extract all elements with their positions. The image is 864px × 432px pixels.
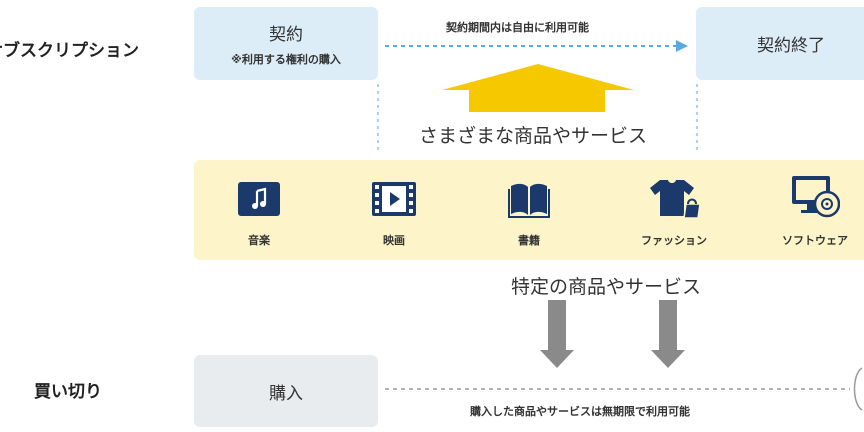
- infinity-curl: [853, 367, 863, 411]
- various-products-heading: さまざまな商品やサービス: [419, 125, 648, 147]
- products-panel: 音楽 映画 書籍: [194, 160, 864, 260]
- contract-title: 契約: [269, 25, 303, 45]
- music-note-icon: [238, 182, 280, 216]
- contract-note: ※利用する権利の購入: [231, 53, 341, 66]
- tshirt-bag-icon: [650, 180, 701, 218]
- item-book: 書籍: [474, 178, 584, 248]
- subscription-arrow-note: 契約期間内は自由に利用可能: [446, 21, 589, 34]
- contract-box: 契約 ※利用する権利の購入: [194, 7, 378, 80]
- item-music: 音楽: [204, 178, 314, 248]
- grey-down-arrow-right: [651, 300, 685, 368]
- item-software: ソフトウェア: [760, 176, 864, 248]
- item-book-label: 書籍: [518, 234, 540, 247]
- item-film: 映画: [339, 178, 449, 248]
- purchase-row-label: 買い切り: [34, 382, 102, 402]
- subscription-row-label: サブスクリプション: [0, 41, 139, 61]
- item-software-label: ソフトウェア: [782, 234, 848, 247]
- yellow-up-arrow: [442, 64, 634, 112]
- purchase-title: 購入: [269, 383, 303, 404]
- purchase-box: 購入: [194, 355, 378, 427]
- contract-end-title: 契約終了: [757, 36, 825, 56]
- grey-down-arrow-left: [540, 300, 574, 368]
- item-fashion: ファッション: [619, 178, 729, 248]
- item-film-label: 映画: [383, 234, 405, 247]
- book-icon: [508, 183, 550, 218]
- monitor-disc-icon: [792, 176, 840, 218]
- subscription-arrow-head: [676, 40, 688, 52]
- specific-products-heading: 特定の商品やサービス: [511, 276, 702, 298]
- film-play-icon: [372, 182, 416, 216]
- item-music-label: 音楽: [248, 234, 270, 247]
- contract-end-box: 契約終了: [696, 7, 864, 80]
- item-fashion-label: ファッション: [641, 234, 707, 247]
- purchase-arrow-note: 購入した商品やサービスは無期限で利用可能: [470, 405, 690, 418]
